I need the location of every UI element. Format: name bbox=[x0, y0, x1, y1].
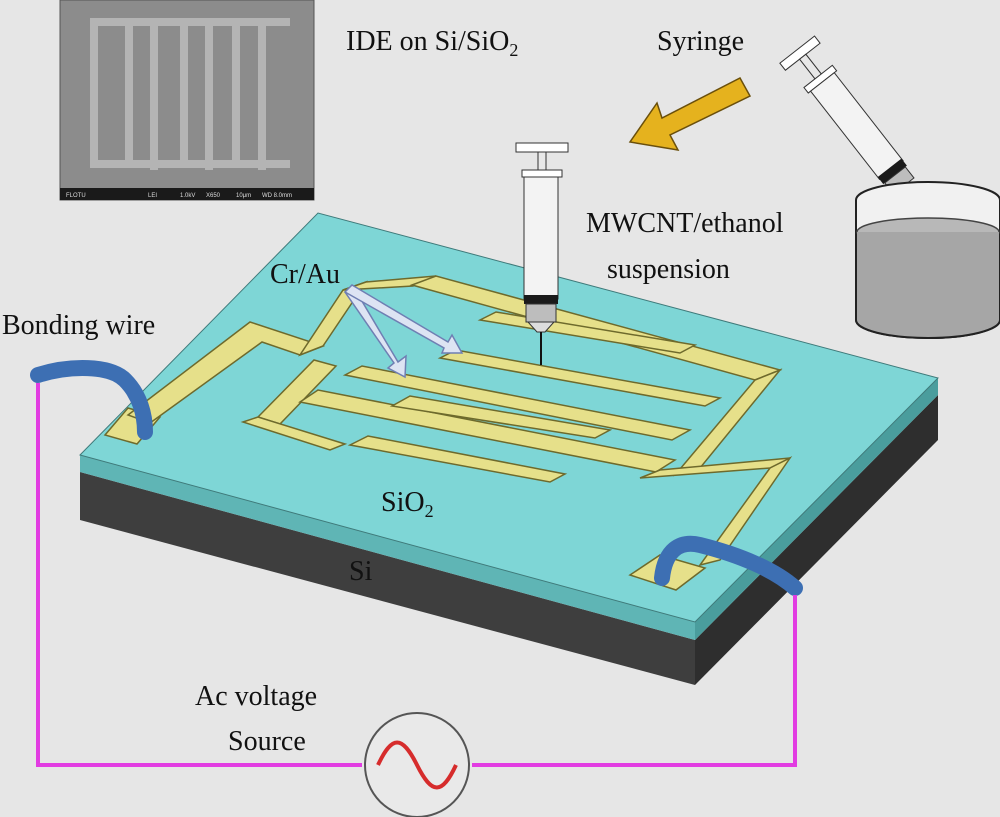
sem-footer-5: WD 8.0mm bbox=[262, 193, 292, 199]
sio2-label: SiO2 bbox=[381, 487, 434, 521]
sem-footer-3: X650 bbox=[206, 193, 221, 199]
bonding-wire-right bbox=[654, 535, 803, 596]
syringe-label: Syringe bbox=[657, 26, 744, 57]
bus-join bbox=[240, 416, 348, 451]
finger-right-3 bbox=[389, 395, 613, 439]
finger-right-4 bbox=[347, 435, 568, 483]
sio2-front-face bbox=[80, 455, 695, 640]
ac-voltage-label-line1: Ac voltage bbox=[195, 681, 317, 712]
cr-au-pointers bbox=[343, 284, 464, 379]
circuit-wire-right bbox=[472, 595, 797, 767]
sem-footer-0: FLOTU bbox=[66, 193, 86, 199]
circuit-wire-left bbox=[36, 383, 362, 767]
ac-source bbox=[364, 712, 470, 817]
mwcnt-label-line1: MWCNT/ethanol bbox=[586, 208, 784, 239]
ac-voltage-label-line2: Source bbox=[228, 726, 306, 757]
transfer-arrow bbox=[628, 77, 752, 151]
sem-footer-2: 1.0kV bbox=[180, 193, 195, 199]
sine-wave-icon bbox=[376, 740, 458, 790]
bonding-wire-label: Bonding wire bbox=[2, 310, 155, 341]
si-right-face bbox=[695, 395, 938, 685]
sem-inset: FLOTU LEI 1.0kV X650 10μm WD 8.0mm bbox=[59, 0, 315, 201]
ide-label: IDE on Si/SiO2 bbox=[346, 26, 518, 60]
sem-footer-1: LEI bbox=[148, 193, 157, 199]
syringe-dispensing bbox=[515, 142, 569, 365]
cr-au-label: Cr/Au bbox=[270, 259, 340, 290]
mwcnt-label-line2: suspension bbox=[607, 254, 730, 285]
lead-right-b bbox=[698, 456, 793, 567]
finger-left-2 bbox=[342, 365, 693, 441]
bonding-wire-left bbox=[30, 360, 153, 440]
finger-left-1 bbox=[298, 389, 677, 473]
sem-footer-4: 10μm bbox=[236, 193, 251, 199]
si-front-face bbox=[80, 472, 695, 685]
syringe-beaker bbox=[779, 35, 1000, 339]
sio2-right-face bbox=[695, 378, 938, 640]
si-label: Si bbox=[349, 556, 373, 587]
substrate bbox=[79, 212, 939, 685]
